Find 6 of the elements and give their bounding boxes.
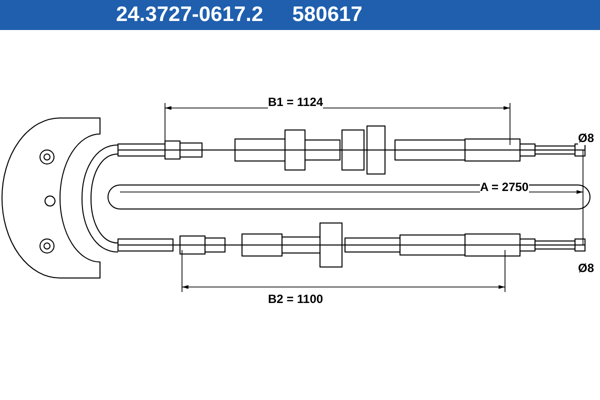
dimension-label: B2 = 1100 (268, 292, 324, 306)
diameter-label: Ø8 (578, 131, 594, 145)
diameter-label: Ø8 (578, 261, 594, 275)
dimension-label: A = 2750 (480, 180, 529, 194)
dimension-label: B1 = 1124 (268, 95, 324, 109)
part-number-title: 24.3727-0617.2 580617 (116, 3, 362, 27)
